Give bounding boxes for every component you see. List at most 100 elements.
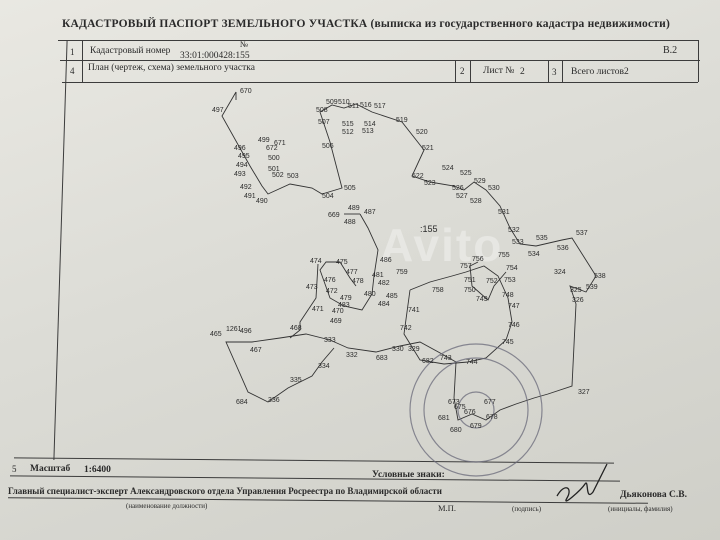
- point-label-676: 676: [464, 409, 476, 416]
- point-label-748: 748: [502, 292, 514, 299]
- point-label-485: 485: [386, 293, 398, 300]
- point-label-521: 521: [422, 145, 434, 152]
- point-label-524: 524: [442, 165, 454, 172]
- point-label-532: 532: [508, 227, 520, 234]
- point-label-681: 681: [438, 415, 450, 422]
- point-label-504: 504: [322, 193, 334, 200]
- point-label-535: 535: [536, 235, 548, 242]
- point-label-482: 482: [378, 280, 390, 287]
- point-label-756: 756: [472, 256, 484, 263]
- avito-watermark: Avito: [380, 219, 504, 271]
- point-label-493: 493: [234, 171, 246, 178]
- point-label-484: 484: [378, 301, 390, 308]
- point-label-508: 508: [316, 107, 328, 114]
- signer-name: Дьяконова С.В.: [620, 490, 687, 500]
- cadastral-number-value: 33:01:000428:155: [180, 51, 250, 61]
- point-label-746: 746: [508, 322, 520, 329]
- point-label-496: 496: [234, 145, 246, 152]
- point-label-519: 519: [396, 117, 408, 124]
- point-label-470: 470: [332, 308, 344, 315]
- handwritten-signature: [556, 463, 608, 502]
- point-label-324: 324: [554, 269, 566, 276]
- point-label-480: 480: [364, 291, 376, 298]
- point-label-529: 529: [474, 178, 486, 185]
- point-label-515: 515: [342, 121, 354, 128]
- frame-right-line: [698, 40, 699, 82]
- row1-index: 1: [70, 47, 75, 57]
- point-label-522: 522: [412, 173, 424, 180]
- point-label-757: 757: [460, 263, 472, 270]
- point-label-506: 506: [322, 143, 334, 150]
- point-label-533: 533: [512, 239, 524, 246]
- point-label-481: 481: [372, 272, 384, 279]
- appendix-code: В.2: [663, 45, 678, 56]
- point-label-673: 673: [448, 399, 460, 406]
- contour-nw: [221, 91, 597, 421]
- point-label-483: 483: [338, 302, 350, 309]
- cadastral-number-label: Кадастровый номер: [90, 46, 171, 56]
- contour-centre: [469, 261, 507, 301]
- point-label-505: 505: [344, 185, 356, 192]
- point-label-745: 745: [502, 339, 514, 346]
- name-caption: (инициалы, фамилия): [608, 505, 673, 513]
- point-label-494: 494: [236, 162, 248, 169]
- scale-label: Масштаб: [30, 464, 71, 474]
- point-label-476: 476: [324, 277, 336, 284]
- point-label-539: 539: [586, 284, 598, 291]
- point-label-486: 486: [380, 257, 392, 264]
- point-label-683: 683: [376, 355, 388, 362]
- point-label-525: 525: [460, 170, 472, 177]
- point-label-684: 684: [236, 399, 248, 406]
- point-label-531: 531: [498, 209, 510, 216]
- point-label-502: 502: [272, 172, 284, 179]
- point-label-682: 682: [422, 358, 434, 365]
- sheet-index-2: 3: [552, 67, 557, 77]
- point-label-477: 477: [346, 269, 358, 276]
- point-label-520: 520: [416, 129, 428, 136]
- point-label-680: 680: [450, 427, 462, 434]
- point-label-672: 672: [266, 145, 278, 152]
- point-label-489: 489: [348, 205, 360, 212]
- point-label-496: 496: [240, 328, 252, 335]
- point-label-332: 332: [346, 352, 358, 359]
- stamp-place-mp: М.П.: [438, 503, 456, 513]
- sheet-index: 2: [460, 66, 465, 76]
- position-caption: (наименование должности): [126, 502, 208, 510]
- point-label-752: 752: [486, 278, 498, 285]
- frame-row1-line: [60, 60, 700, 61]
- point-label-513: 513: [362, 128, 374, 135]
- round-stamp: [409, 343, 543, 477]
- point-label-488: 488: [344, 219, 356, 226]
- point-label-750: 750: [464, 287, 476, 294]
- point-label-755: 755: [498, 252, 510, 259]
- number-sign: №: [240, 39, 249, 49]
- contour-inner: [319, 213, 379, 311]
- point-label-534: 534: [528, 251, 540, 258]
- point-label-754: 754: [506, 265, 518, 272]
- point-label-492: 492: [240, 184, 252, 191]
- contour-east: [403, 265, 513, 365]
- point-label-336: 336: [268, 397, 280, 404]
- point-label-487: 487: [364, 209, 376, 216]
- frame-sheet-sep4: [562, 60, 563, 82]
- point-label-509: 509: [326, 99, 338, 106]
- frame-row4-line: [62, 82, 698, 83]
- point-label-536: 536: [557, 245, 569, 252]
- point-label-500: 500: [268, 155, 280, 162]
- point-label-526: 526: [452, 185, 464, 192]
- point-label-469: 469: [330, 318, 342, 325]
- point-label-528: 528: [470, 198, 482, 205]
- point-label-468: 468: [290, 325, 302, 332]
- point-label-473: 473: [306, 284, 318, 291]
- frame-sheet-sep2: [470, 60, 471, 82]
- point-label-743: 743: [440, 355, 452, 362]
- point-label-749: 749: [476, 296, 488, 303]
- point-label-335: 335: [290, 377, 302, 384]
- document-title: КАДАСТРОВЫЙ ПАСПОРТ ЗЕМЕЛЬНОГО УЧАСТКА (…: [62, 18, 671, 30]
- row5-index: 5: [12, 464, 17, 474]
- point-label-478: 478: [352, 278, 364, 285]
- point-label-329: 329: [408, 346, 420, 353]
- frame-sheet-sep1: [455, 60, 456, 82]
